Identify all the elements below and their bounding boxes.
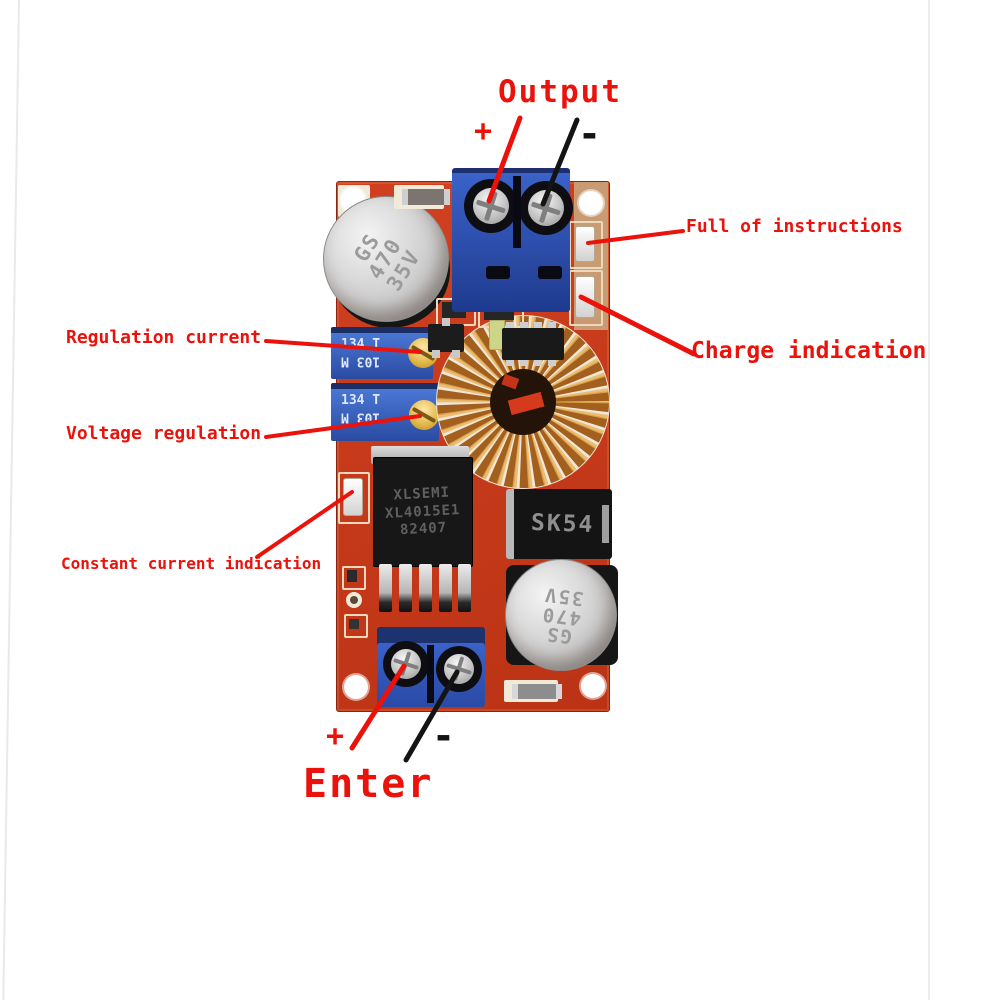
electrolytic-capacitor-top: GS 470 35V (323, 196, 449, 322)
trimpot-marking: 103 M (341, 409, 381, 425)
enter-minus-sign: - (432, 714, 455, 758)
terminal-divider (427, 645, 434, 703)
trimpot-marking: 134 T (341, 393, 381, 408)
instructions-led (575, 226, 595, 262)
ic-pin (458, 564, 471, 612)
wire-slot (486, 266, 510, 279)
soic8-chip (502, 328, 564, 360)
charge-indication-label: Charge indication (691, 338, 927, 364)
capacitor-marking: GS 470 35V (349, 228, 426, 295)
mounting-hole (581, 674, 605, 698)
through-hole (350, 596, 358, 604)
ic-pin (399, 564, 412, 612)
ic-marking: XLSEMI XL4015E1 82407 (384, 484, 462, 538)
voltage-regulation-label: Voltage regulation (66, 423, 262, 444)
red-zip-tie (507, 391, 545, 416)
wire-slot (538, 266, 562, 279)
toroid-winding-highlight (437, 316, 609, 488)
transistor-leg (452, 350, 460, 358)
silkscreen-box (342, 566, 366, 590)
terminal-divider (513, 176, 521, 248)
transistor-leg (432, 350, 440, 358)
regulation-current-label: Regulation current (66, 327, 262, 348)
smd-resistor (402, 189, 450, 205)
ic-pin (379, 564, 392, 612)
electrolytic-capacitor-bottom: GS 470 35V (505, 559, 617, 671)
schottky-diode-sk54: SK54 (506, 489, 612, 559)
soic8-pins (506, 322, 560, 329)
output-minus-sign: - (578, 112, 601, 156)
smd-resistor (512, 684, 562, 699)
constant-current-indication-label: Constant current indication (61, 554, 322, 573)
output-plus-sign: + (474, 114, 493, 149)
background-edge-line-left (1, 0, 21, 1000)
mounting-hole (344, 675, 368, 699)
diode-marking: SK54 (530, 509, 596, 539)
silkscreen-box (344, 614, 368, 638)
ic-pin (439, 564, 452, 612)
enter-plus-sign: + (326, 719, 345, 754)
sot23-transistor (428, 324, 464, 352)
silkscreen-box (569, 221, 603, 269)
red-zip-tie-end (501, 373, 520, 390)
soic8-pins (506, 359, 560, 366)
background-edge-line-right (928, 0, 930, 1000)
smd-component (347, 570, 357, 582)
output-label: Output (498, 74, 622, 110)
transistor-leg (442, 318, 450, 326)
xl4015-buck-ic: XLSEMI XL4015E1 82407 (373, 457, 473, 567)
input-terminal-back (377, 627, 485, 645)
toroid-inductor (436, 315, 610, 489)
full-of-instructions-label: Full of instructions (686, 216, 903, 237)
capacitor-marking: GS 470 35V (539, 583, 585, 648)
diode-terminal (602, 505, 609, 543)
ic-pin (419, 564, 432, 612)
trimpot-marking: 103 M (341, 353, 381, 369)
constant-current-led (343, 478, 363, 516)
output-terminal-front (452, 254, 570, 312)
charge-indicator-led (575, 276, 595, 318)
mounting-hole (579, 191, 603, 215)
through-hole-pad (349, 619, 359, 629)
enter-label: Enter (303, 761, 434, 807)
